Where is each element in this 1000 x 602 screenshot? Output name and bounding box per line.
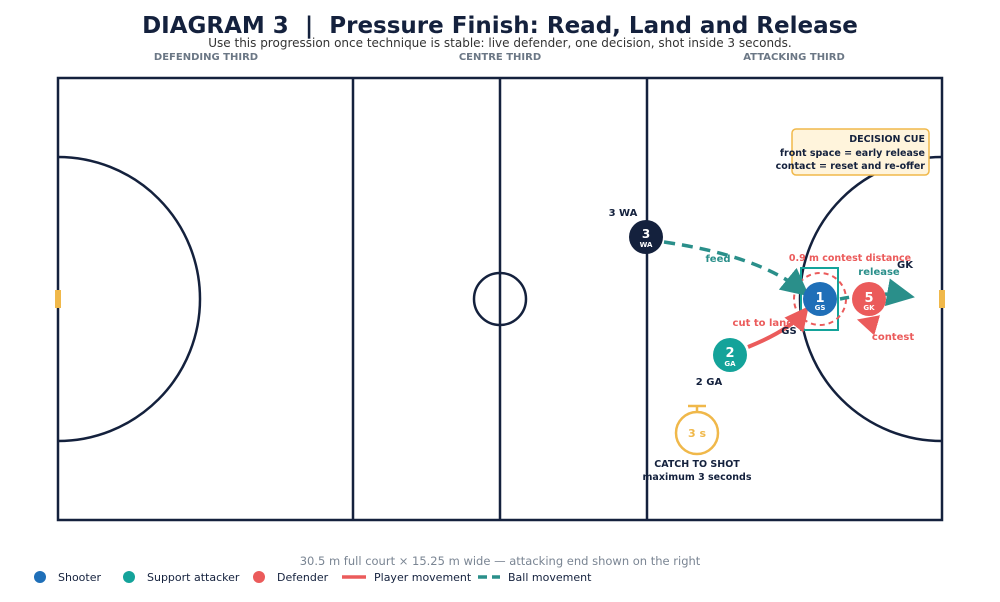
landing-zone bbox=[800, 267, 839, 331]
decision-cue-box bbox=[791, 128, 930, 176]
legend-player-movement-label: Player movement bbox=[374, 571, 472, 584]
legend-support-swatch bbox=[123, 571, 135, 583]
decision-cue: DECISION CUE front space = early release… bbox=[776, 128, 930, 176]
timer-label: 3 s bbox=[688, 427, 706, 440]
player-gk-number: 5 bbox=[864, 291, 873, 306]
player-gk: 5 GK GK bbox=[852, 260, 914, 316]
zone-label-attacking: ATTACKING THIRD bbox=[743, 52, 845, 63]
player-ga-number: 2 bbox=[725, 346, 734, 361]
player-wa-marker bbox=[629, 220, 663, 254]
player-gs-label: GS bbox=[781, 326, 796, 337]
player-wa: 3 WA 3 WA bbox=[609, 208, 663, 254]
legend-shooter-swatch bbox=[34, 571, 46, 583]
player-ga-code: GA bbox=[724, 360, 736, 368]
decision-cue-line1: front space = early release bbox=[780, 148, 925, 159]
shot-timer: 3 s CATCH TO SHOT maximum 3 seconds bbox=[643, 404, 752, 483]
player-gk-marker bbox=[852, 282, 886, 316]
contest-distance-label: 0.9 m contest distance bbox=[789, 253, 911, 264]
player-wa-code: WA bbox=[640, 241, 653, 249]
zone-label-defending: DEFENDING THIRD bbox=[154, 52, 258, 63]
player-ga-marker bbox=[713, 338, 747, 372]
zone-label-centre: CENTRE THIRD bbox=[459, 52, 541, 63]
cut-to-land-path bbox=[747, 306, 809, 349]
feed-pass-path bbox=[663, 240, 810, 297]
legend-ball-movement-label: Ball movement bbox=[508, 571, 592, 584]
timer-caption-2: maximum 3 seconds bbox=[643, 472, 752, 483]
court-dimensions-note: 30.5 m full court × 15.25 m wide — attac… bbox=[300, 554, 701, 568]
legend-defender-label: Defender bbox=[277, 571, 329, 584]
decision-cue-title: DECISION CUE bbox=[849, 134, 925, 145]
goal-circle-left bbox=[57, 155, 202, 443]
goal-post-left bbox=[55, 290, 61, 308]
legend: Shooter Support attacker Defender Player… bbox=[34, 571, 592, 584]
player-gs: 1 GS GS bbox=[781, 282, 837, 337]
contest-path bbox=[856, 315, 881, 336]
diagram-title: DIAGRAM 3 | Pressure Finish: Read, Land … bbox=[142, 13, 858, 39]
diagram-subtitle: Use this progression once technique is s… bbox=[208, 36, 792, 50]
player-gk-code: GK bbox=[863, 304, 875, 312]
release-label: release bbox=[858, 267, 900, 278]
legend-defender-swatch bbox=[253, 571, 265, 583]
feed-label: feed bbox=[705, 254, 730, 265]
player-wa-label: 3 WA bbox=[609, 208, 638, 219]
player-ga-label: 2 GA bbox=[696, 377, 723, 388]
player-wa-number: 3 bbox=[642, 227, 650, 241]
player-gk-label: GK bbox=[897, 260, 914, 271]
goal-post-right bbox=[939, 290, 945, 308]
contest-label: contest bbox=[872, 332, 914, 343]
player-ga: 2 GA 2 GA bbox=[696, 338, 747, 388]
legend-support-label: Support attacker bbox=[147, 571, 240, 584]
player-gs-number: 1 bbox=[815, 291, 824, 306]
cut-to-land-label: cut to land bbox=[733, 318, 794, 329]
legend-shooter-label: Shooter bbox=[58, 571, 101, 584]
centre-circle bbox=[472, 271, 528, 327]
timer-caption-1: CATCH TO SHOT bbox=[654, 459, 740, 470]
stopwatch-icon bbox=[674, 410, 720, 456]
decision-cue-line2: contact = reset and re-offer bbox=[776, 161, 926, 172]
player-gs-marker bbox=[803, 282, 837, 316]
player-gs-code: GS bbox=[815, 304, 826, 312]
